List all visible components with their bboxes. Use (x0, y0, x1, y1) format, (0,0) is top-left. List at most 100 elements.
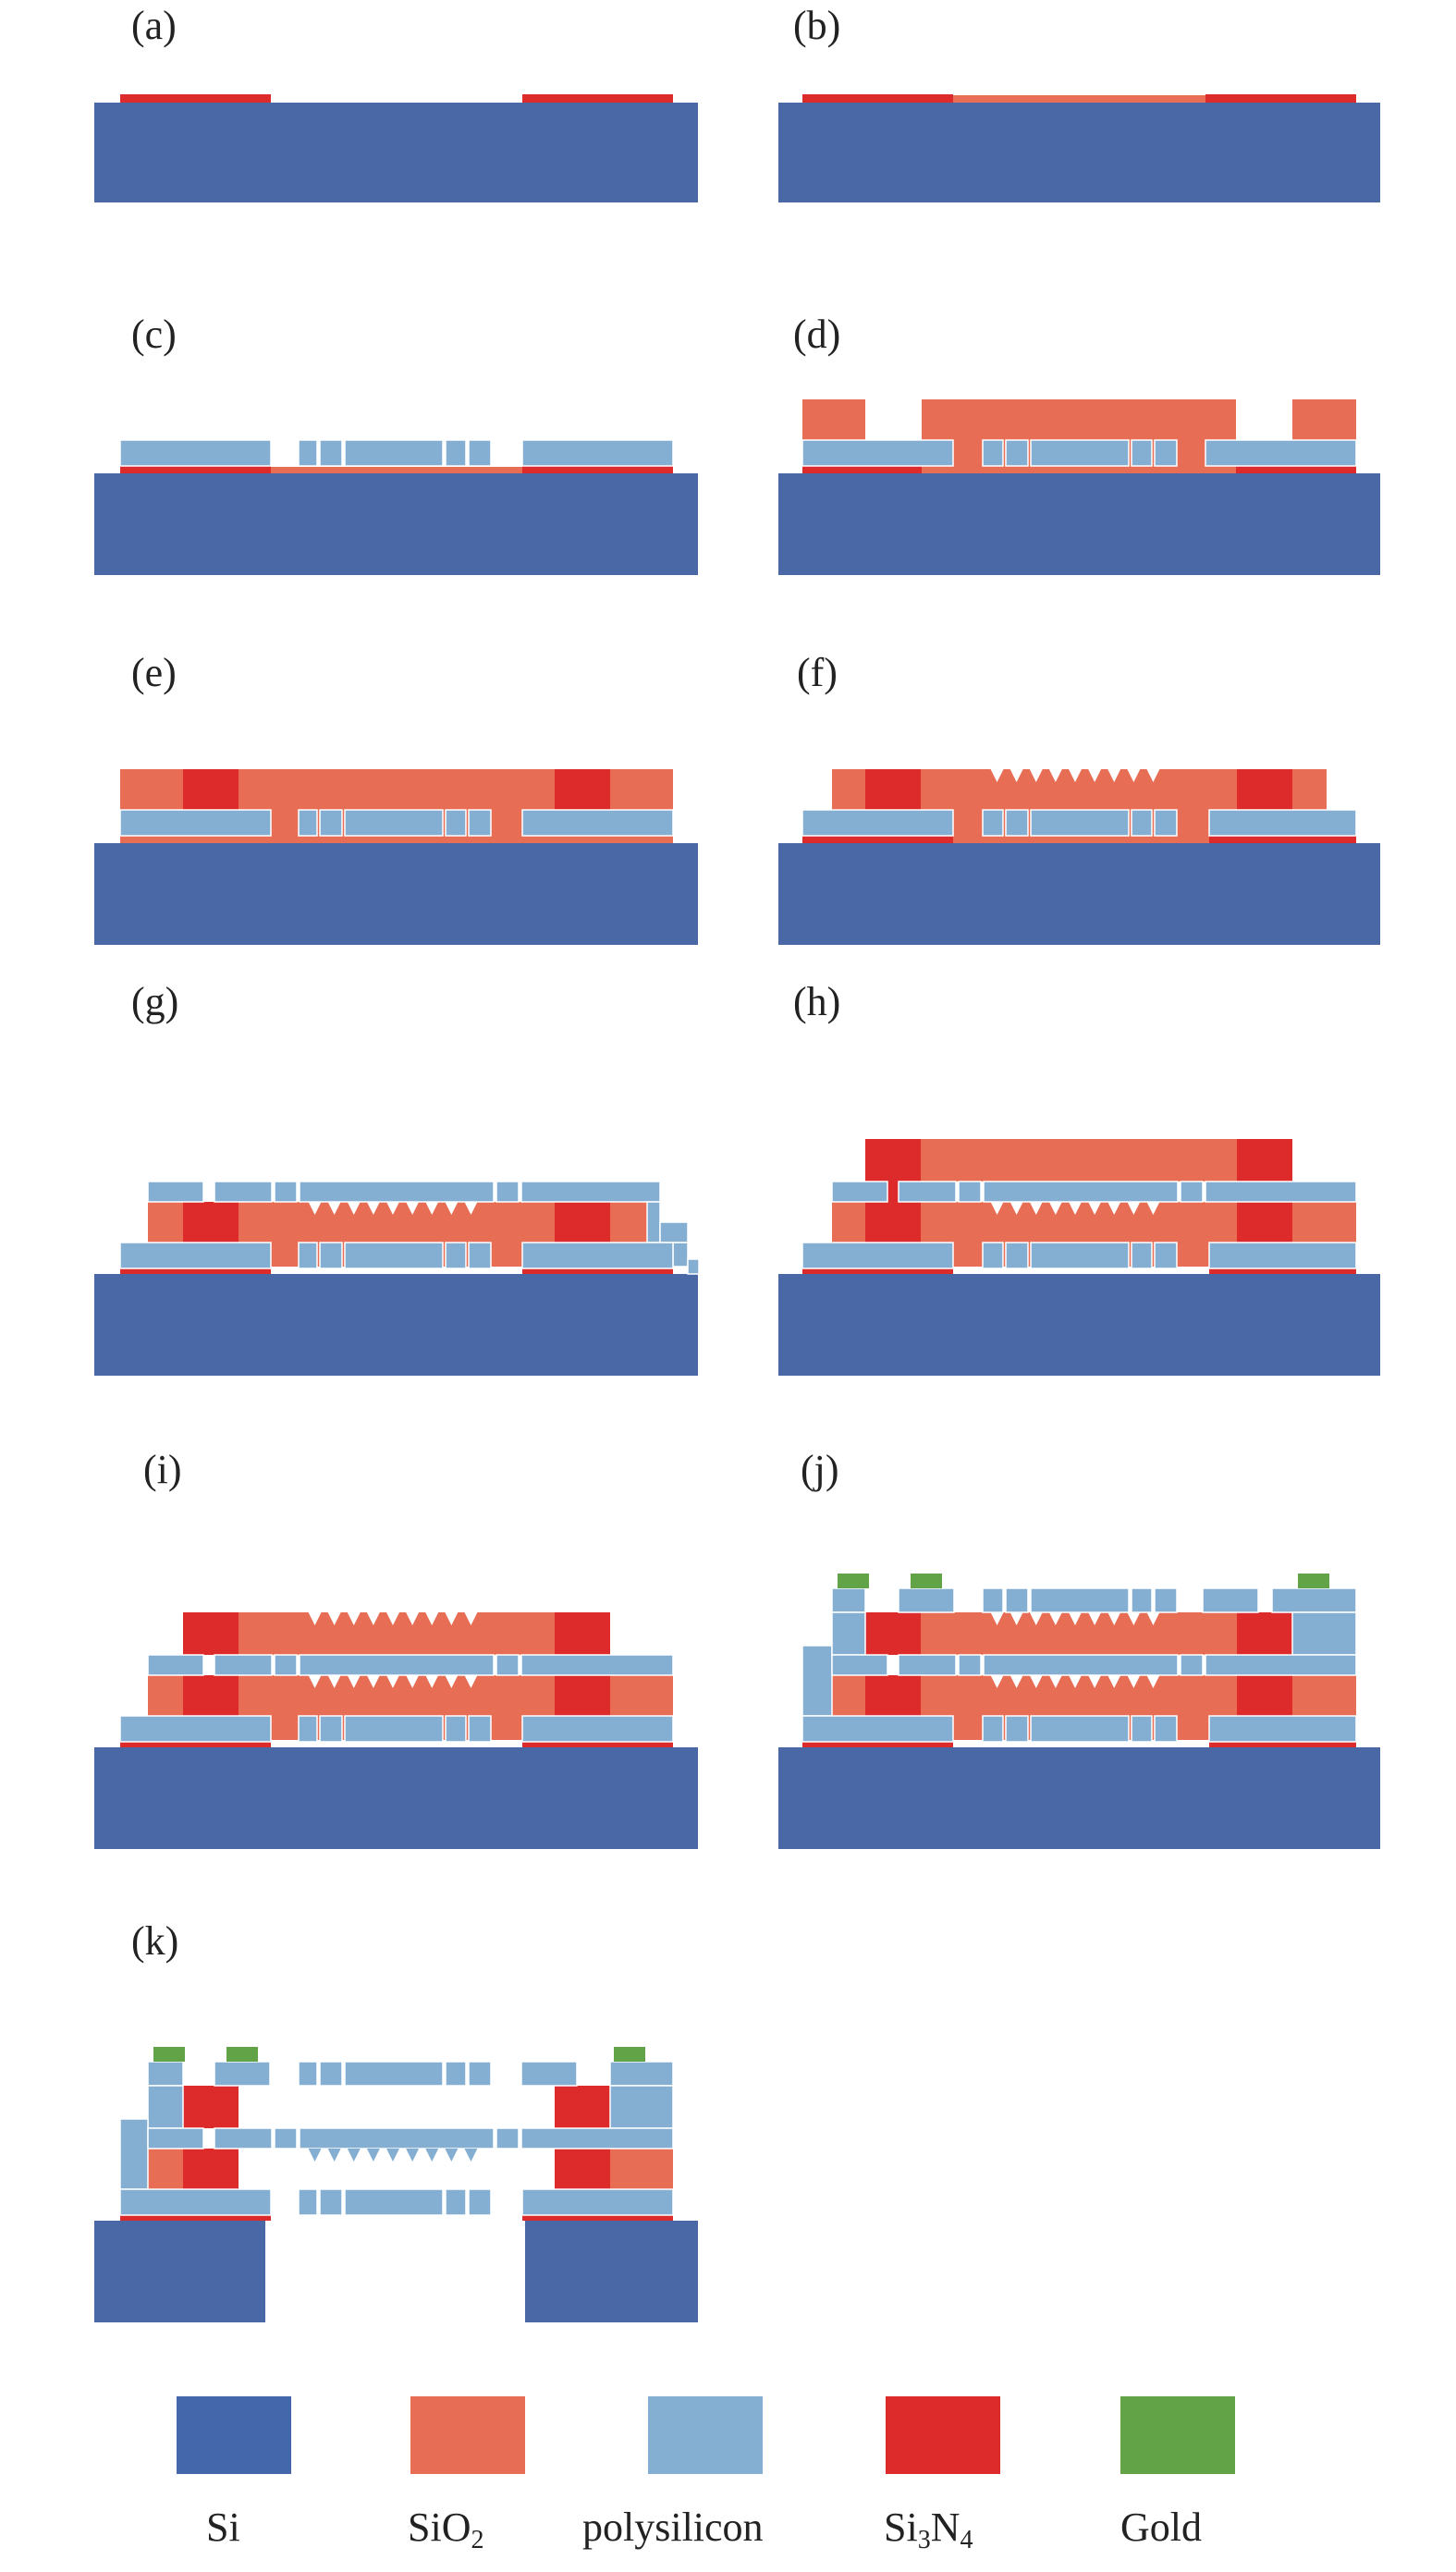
top-oxide (865, 1612, 1292, 1655)
polysilicon-electrode (445, 1715, 467, 1743)
dimple (366, 1675, 380, 1688)
polysilicon-plate (274, 1181, 298, 1203)
dimple (1048, 1202, 1062, 1215)
polysilicon-top (1131, 1587, 1153, 1613)
panel-label-g: (g) (131, 979, 179, 1024)
nitride-pad (120, 1267, 271, 1274)
polysilicon-electrode (1005, 809, 1029, 837)
nitride-pad (522, 1740, 673, 1747)
polysilicon-pad (801, 1715, 954, 1743)
dimple-mold (1069, 769, 1082, 782)
dimple-mold (445, 1612, 459, 1625)
polysilicon-pad (521, 2188, 674, 2216)
polysilicon-electrode (298, 809, 318, 837)
panel-label-f: (f) (797, 650, 838, 695)
dimple-mold (1107, 769, 1121, 782)
polysilicon-electrode (445, 1242, 467, 1269)
nitride-pad (522, 1267, 673, 1274)
nitride-anchor (555, 1612, 610, 1655)
nitride-pad (1205, 94, 1356, 103)
polysilicon-electrode (1005, 439, 1029, 467)
polysilicon-electrode (319, 439, 343, 467)
legend-label-gold: Gold (1120, 2505, 1202, 2550)
polysilicon-electrode (445, 809, 467, 837)
nitride-pad (522, 466, 673, 473)
nitride-pad (1209, 1267, 1356, 1274)
polysilicon-plate (898, 1654, 957, 1676)
polysilicon-plate (520, 1654, 674, 1676)
nitride-anchor (555, 1675, 610, 1716)
dimple (1069, 1202, 1082, 1215)
dimple (347, 1675, 361, 1688)
polysilicon-electrode (319, 1715, 343, 1743)
polysilicon-plate (214, 2127, 273, 2149)
dimple-mold (347, 1612, 361, 1625)
dimple (1029, 1202, 1043, 1215)
polysilicon-electrode (319, 2188, 343, 2216)
polysilicon-top (468, 2061, 492, 2087)
polysilicon-electrode (445, 2188, 467, 2216)
nitride-anchor (1237, 1202, 1292, 1243)
polysilicon-electrode (1030, 1242, 1130, 1269)
polysilicon-side (687, 1258, 700, 1275)
polysilicon-plate (1205, 1181, 1357, 1203)
dimple (1127, 1612, 1141, 1625)
dimple (406, 2149, 420, 2162)
polysilicon-electrode (1030, 439, 1130, 467)
nitride-anchor (555, 2149, 610, 2189)
polysilicon-pad (1208, 1242, 1357, 1269)
nitride-anchor (183, 2149, 239, 2189)
legend (177, 2396, 1235, 2474)
legend-swatch-poly (648, 2396, 763, 2474)
dimple (366, 1202, 380, 1215)
nitride-pad (1209, 1740, 1356, 1747)
dimple (1029, 1675, 1043, 1688)
polysilicon-side (831, 1611, 866, 1656)
polysilicon-electrode (298, 1242, 318, 1269)
nitride-anchor (555, 2086, 610, 2128)
panel-k-cross-section (94, 2047, 698, 2322)
panel-b-cross-section (778, 94, 1380, 202)
panel-label-i: (i) (143, 1447, 182, 1492)
polysilicon-electrode (1131, 1715, 1153, 1743)
dimple (990, 1202, 1004, 1215)
polysilicon-electrode (319, 809, 343, 837)
polysilicon-pad (521, 1715, 674, 1743)
panel-label-c: (c) (131, 312, 177, 357)
nitride-anchor (183, 2086, 239, 2128)
polysilicon-pad (1208, 1715, 1357, 1743)
dimple-mold (1029, 769, 1043, 782)
nitride-pad (120, 94, 271, 103)
dimple (386, 1202, 399, 1215)
polysilicon-top (445, 2061, 467, 2087)
dimple (464, 2149, 478, 2162)
polysilicon-electrode (1030, 809, 1130, 837)
polysilicon-pad (119, 1242, 272, 1269)
nitride-pad (802, 836, 953, 843)
polysilicon-top (1202, 1587, 1259, 1613)
dimple (1009, 1612, 1023, 1625)
dimple (1127, 1675, 1141, 1688)
dimple (347, 1202, 361, 1215)
polysilicon-plate (520, 1181, 661, 1203)
polysilicon-pad (119, 2188, 272, 2216)
oxide-layer (953, 467, 1205, 473)
panel-i-cross-section (94, 1612, 698, 1849)
polysilicon-electrode (982, 809, 1004, 837)
panel-c-cross-section (94, 439, 698, 575)
polysilicon-plate (147, 1181, 204, 1203)
nitride-anchor (183, 1202, 239, 1243)
polysilicon-top (344, 2061, 444, 2087)
polysilicon-electrode (982, 1242, 1004, 1269)
panel-g-cross-section (94, 1181, 700, 1376)
polysilicon-side (1291, 1611, 1357, 1656)
oxide-block (802, 399, 865, 440)
legend-label-polysilicon: polysilicon (582, 2505, 764, 2550)
polysilicon-plate (147, 2127, 204, 2149)
panel-e-cross-section (94, 769, 698, 945)
polysilicon-plate (299, 1181, 495, 1203)
nitride-anchor (1237, 1139, 1292, 1182)
nitride-anchor (183, 1612, 239, 1655)
nitride-anchor (555, 769, 610, 810)
